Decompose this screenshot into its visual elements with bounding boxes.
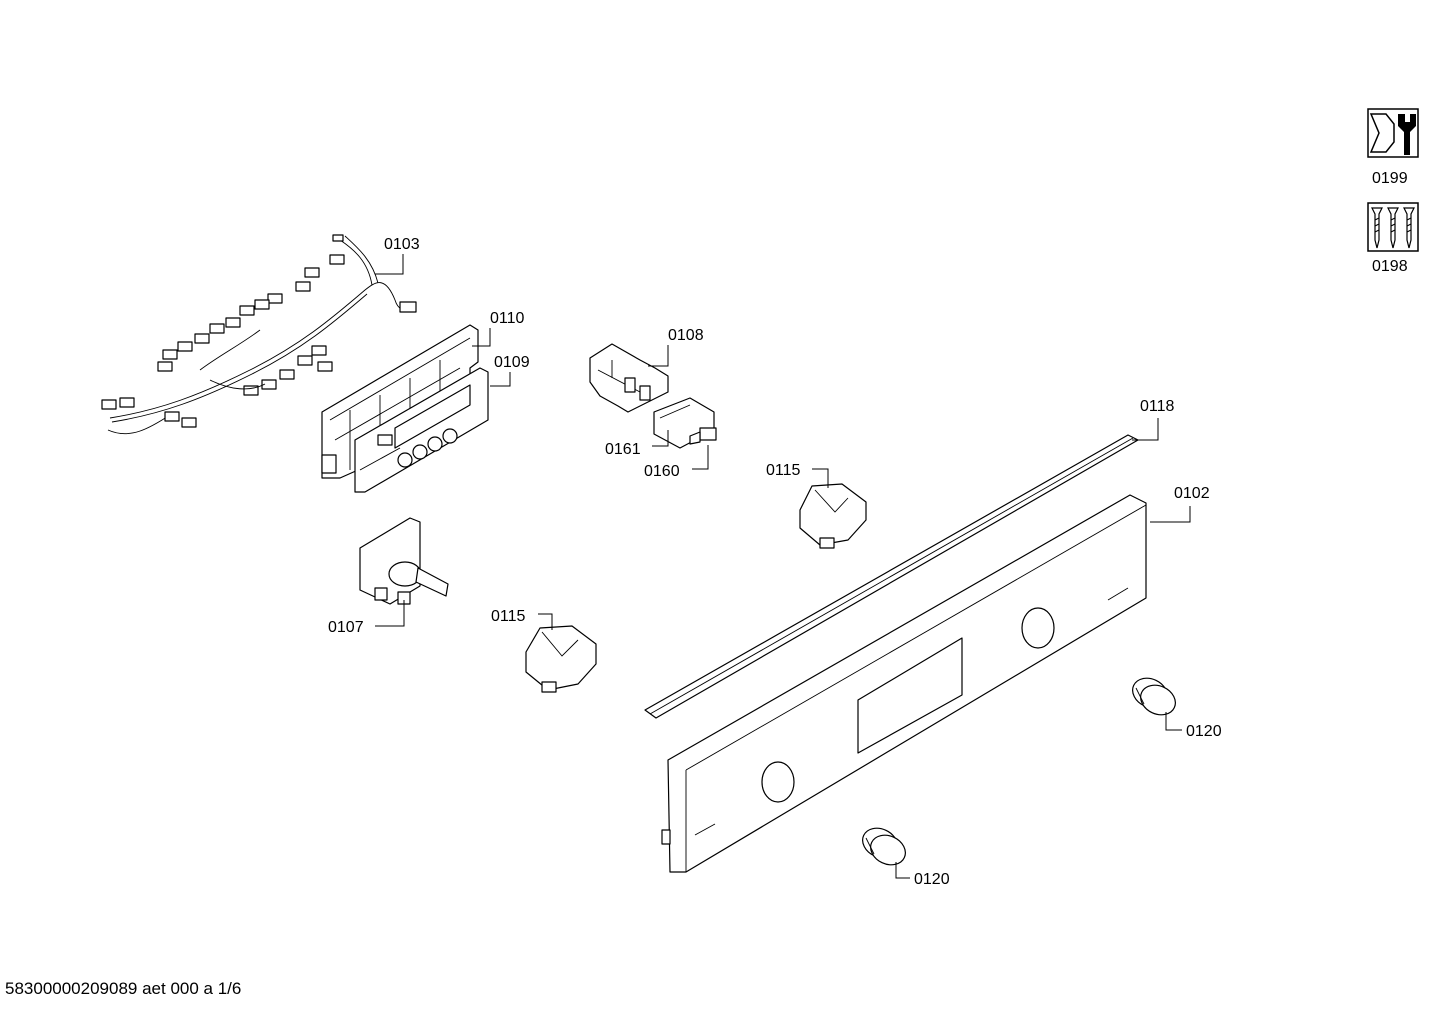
rotary-selector	[359, 517, 449, 605]
screws-icon	[1367, 202, 1419, 252]
callout-0161: 0161	[605, 441, 641, 458]
switch-plug	[689, 427, 717, 445]
callout-0120: 0120	[914, 871, 950, 888]
control-knob	[1132, 677, 1176, 716]
knob-holder	[525, 625, 597, 693]
callout-0107: 0107	[328, 619, 364, 636]
callout-0109: 0109	[494, 354, 530, 371]
icon-label-0198: 0198	[1372, 258, 1408, 275]
icon-label-0199: 0199	[1372, 170, 1408, 187]
callout-0115: 0115	[766, 462, 801, 479]
document-footer: 58300000209089 aet 000 a 1/6	[5, 979, 242, 998]
switch-holder	[589, 343, 669, 413]
callout-0103: 0103	[384, 236, 420, 253]
leader-lines	[375, 254, 1191, 879]
callout-0160: 0160	[644, 463, 680, 480]
callout-0120: 0120	[1186, 723, 1222, 740]
control-module-board	[354, 367, 489, 493]
callout-0115: 0115	[491, 608, 526, 625]
wiring-harness	[101, 234, 417, 435]
callout-0108: 0108	[668, 327, 704, 344]
control-knob	[862, 827, 906, 866]
callout-0118: 0118	[1140, 398, 1175, 415]
callout-0110: 0110	[490, 310, 525, 327]
callout-0102: 0102	[1174, 485, 1210, 502]
knob-holder	[799, 483, 867, 549]
control-panel	[661, 494, 1147, 873]
wrench-icon	[1367, 108, 1419, 158]
